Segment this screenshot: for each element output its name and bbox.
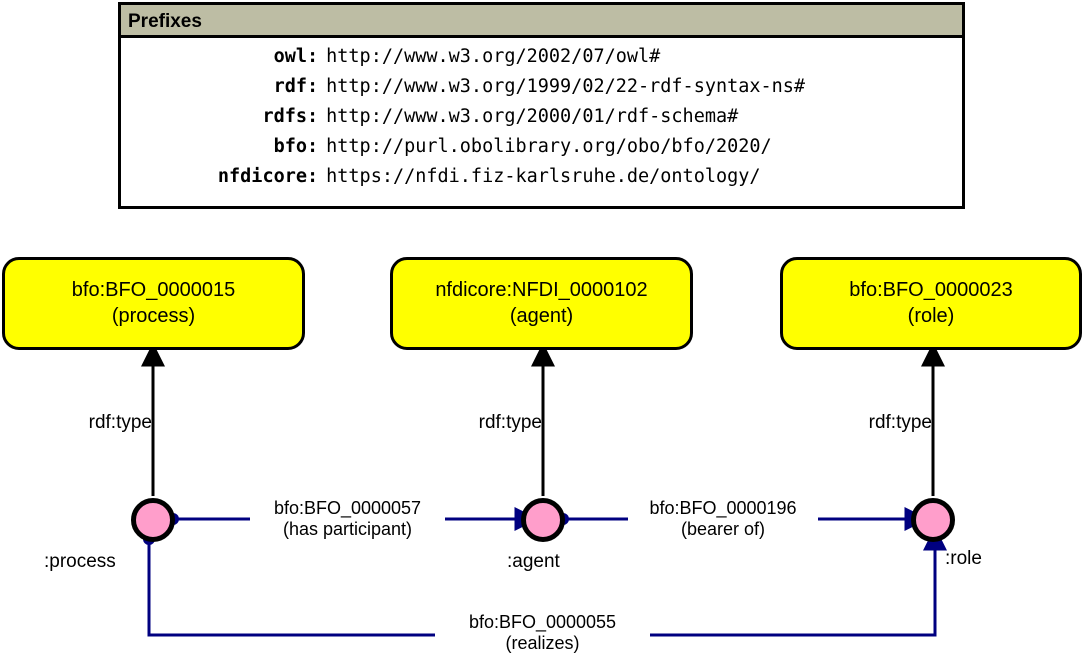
- edge-label-bearer-of: bfo:BFO_0000196 (bearer of): [628, 498, 818, 541]
- edge-label-name: (has participant): [282, 519, 413, 540]
- prefixes-table: Prefixes owl: http://www.w3.org/2002/07/o…: [118, 2, 965, 209]
- class-label: (agent): [509, 304, 574, 327]
- prefix-row: nfdicore: https://nfdi.fiz-karlsruhe.de/o…: [121, 166, 962, 196]
- prefix-colon: :: [307, 136, 319, 157]
- prefix-uri: http://www.w3.org/2000/01/rdf-schema#: [326, 106, 739, 127]
- individual-node-role[interactable]: [911, 498, 955, 542]
- class-iri: bfo:BFO_0000023: [849, 278, 1013, 301]
- prefixes-table-header: Prefixes: [121, 5, 962, 38]
- edge-label-has-participant: bfo:BFO_0000057 (has participant): [250, 498, 445, 541]
- edge-label-iri: bfo:BFO_0000057: [273, 498, 422, 518]
- edge-label-realizes: bfo:BFO_0000055 (realizes): [435, 612, 650, 655]
- prefix-row: bfo: http://purl.obolibrary.org/obo/bfo/2…: [121, 136, 962, 166]
- class-box-role[interactable]: bfo:BFO_0000023 (role): [780, 257, 1082, 350]
- prefix-uri: http://www.w3.org/2002/07/owl#: [326, 46, 661, 67]
- prefix-colon: :: [307, 76, 319, 97]
- individual-label-process: :process: [44, 551, 116, 572]
- edge-label-iri: bfo:BFO_0000196: [649, 498, 797, 518]
- class-box-process[interactable]: bfo:BFO_0000015 (process): [2, 257, 305, 350]
- prefix-colon: :: [307, 106, 319, 127]
- rdf-type-label-role: rdf:type: [868, 412, 932, 433]
- prefix-row: owl: http://www.w3.org/2002/07/owl#: [121, 46, 962, 76]
- prefix-name: nfdicore: [217, 166, 307, 187]
- individual-label-role: :role: [945, 548, 982, 569]
- rdf-type-label-agent: rdf:type: [478, 412, 542, 433]
- prefix-name: owl: [273, 46, 307, 67]
- edge-label-iri: bfo:BFO_0000055: [468, 612, 617, 632]
- edge-label-name: (realizes): [505, 633, 580, 654]
- class-box-agent[interactable]: nfdicore:NFDI_0000102 (agent): [390, 257, 693, 350]
- rdf-type-label-process: rdf:type: [88, 412, 152, 433]
- prefix-name: bfo: [273, 136, 307, 157]
- class-iri: bfo:BFO_0000015: [71, 278, 236, 301]
- individual-label-agent: :agent: [507, 551, 560, 572]
- prefix-uri: http://www.w3.org/1999/02/22-rdf-syntax-…: [326, 76, 806, 97]
- prefix-name: rdf: [273, 76, 307, 97]
- class-iri: nfdicore:NFDI_0000102: [435, 278, 648, 301]
- class-label: (role): [907, 304, 955, 327]
- prefix-colon: :: [307, 46, 319, 67]
- class-label: (process): [111, 304, 196, 327]
- individual-node-process[interactable]: [131, 498, 175, 542]
- individual-node-agent[interactable]: [521, 498, 565, 542]
- prefix-uri: http://purl.obolibrary.org/obo/bfo/2020/: [326, 136, 772, 157]
- edge-label-name: (bearer of): [680, 519, 766, 540]
- prefix-row: rdf: http://www.w3.org/1999/02/22-rdf-syn…: [121, 76, 962, 106]
- prefix-row: rdfs: http://www.w3.org/2000/01/rdf-schem…: [121, 106, 962, 136]
- prefix-uri: https://nfdi.fiz-karlsruhe.de/ontology/: [326, 166, 761, 187]
- prefix-name: rdfs: [262, 106, 307, 127]
- prefixes-table-body: owl: http://www.w3.org/2002/07/owl# rdf: h…: [121, 38, 962, 206]
- prefix-colon: :: [307, 166, 319, 187]
